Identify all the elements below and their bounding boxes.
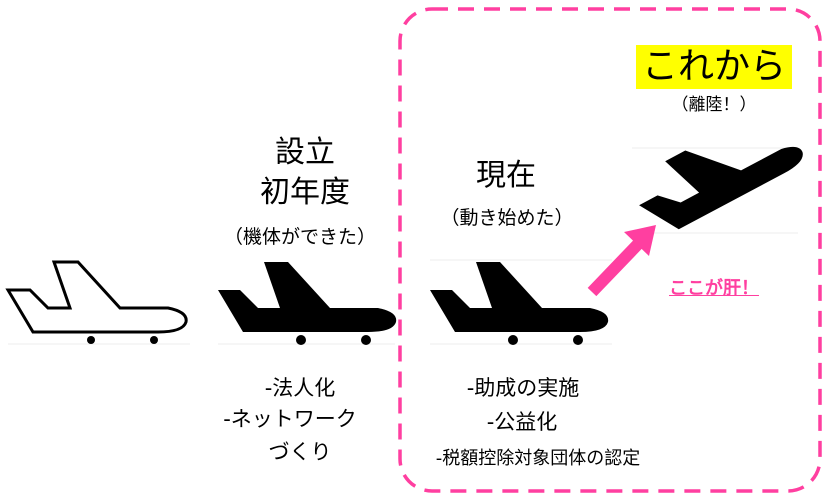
future-subtitle: （離陸！）	[671, 95, 757, 115]
current-subtitle: （動き始めた）	[440, 207, 574, 229]
pink-arrow-icon	[587, 225, 656, 297]
founding-subtitle: （機体ができた）	[223, 226, 377, 248]
founding-item-1: -法人化	[264, 376, 336, 400]
plane-current-icon	[430, 262, 609, 345]
current-item-2: -公益化	[486, 410, 558, 434]
plane-founding-icon	[218, 262, 397, 345]
current-title: 現在	[476, 158, 536, 193]
future-title: これから	[635, 45, 793, 89]
plane-takeoff-icon	[626, 102, 808, 241]
founding-title-1: 設立	[275, 135, 335, 170]
current-item-1: -助成の実施	[466, 376, 580, 400]
current-future-dashed-frame	[398, 7, 822, 493]
current-item-3: -税額控除対象団体の認定	[435, 448, 641, 469]
founding-item-3: づくり	[268, 440, 332, 464]
dividers	[8, 147, 798, 345]
key-note: ここが肝！	[669, 278, 759, 299]
outline-plane-icon	[6, 260, 188, 344]
founding-title-2: 初年度	[260, 175, 350, 210]
founding-item-2: -ネットワーク	[223, 407, 357, 431]
